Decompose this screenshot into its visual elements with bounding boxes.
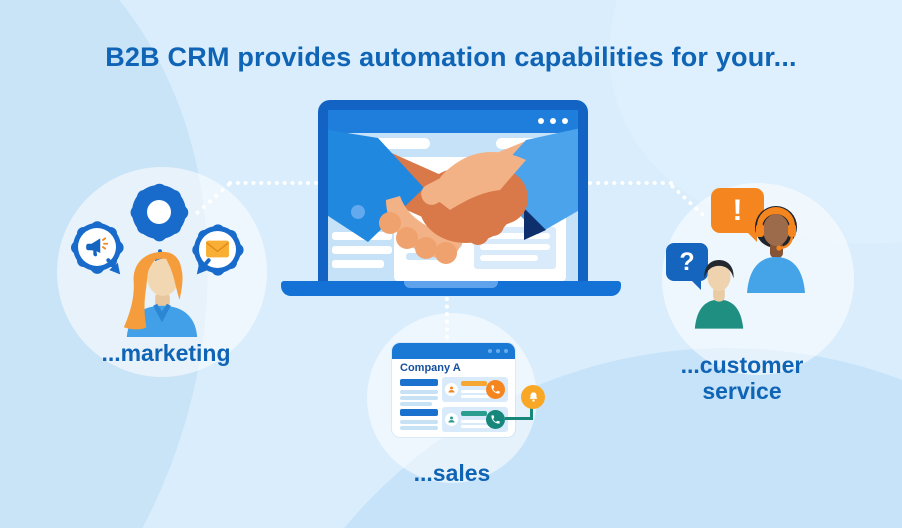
window-controls-icon (538, 118, 568, 124)
bell-connector-line (505, 417, 533, 420)
laptop-base (281, 281, 621, 296)
laptop-base-notch (404, 281, 498, 288)
connector-dotted-line (228, 181, 318, 185)
down-arrow-icon (106, 258, 121, 275)
question-bubble-icon: ? (666, 243, 708, 290)
marketing-label: ...marketing (101, 340, 231, 366)
sales-label: ...sales (413, 460, 491, 486)
marketer-avatar (123, 251, 198, 337)
phone-call-icon (486, 380, 505, 399)
support-agent-avatar (747, 206, 805, 293)
window-controls-icon (488, 349, 508, 353)
notification-bell-icon (521, 385, 545, 409)
contact-row (442, 407, 508, 432)
bell-connector-line (530, 399, 533, 420)
browser-titlebar (328, 110, 578, 133)
gear-icon (127, 180, 191, 244)
contact-person-icon (445, 413, 458, 426)
customer-avatar (694, 260, 744, 329)
browser-titlebar (392, 343, 515, 359)
page-title: B2B CRM provides automation capabilities… (105, 42, 797, 72)
megaphone-icon (86, 237, 109, 257)
contact-person-icon (445, 383, 458, 396)
contact-row (442, 377, 508, 402)
laptop-screen (328, 110, 578, 281)
connector-dotted-line (588, 181, 673, 185)
laptop-illustration (318, 100, 588, 281)
customer-service-label: ...customer service (680, 352, 804, 404)
phone-call-icon (486, 410, 505, 429)
handshake-icon (328, 128, 578, 264)
down-arrow-icon (196, 258, 211, 275)
searchbar-placeholder-shape (342, 138, 430, 149)
email-envelope-icon (206, 241, 229, 258)
crm-browser-window: Company A (392, 343, 515, 437)
connector-dotted-line (445, 297, 449, 339)
company-name: Company A (400, 362, 461, 374)
